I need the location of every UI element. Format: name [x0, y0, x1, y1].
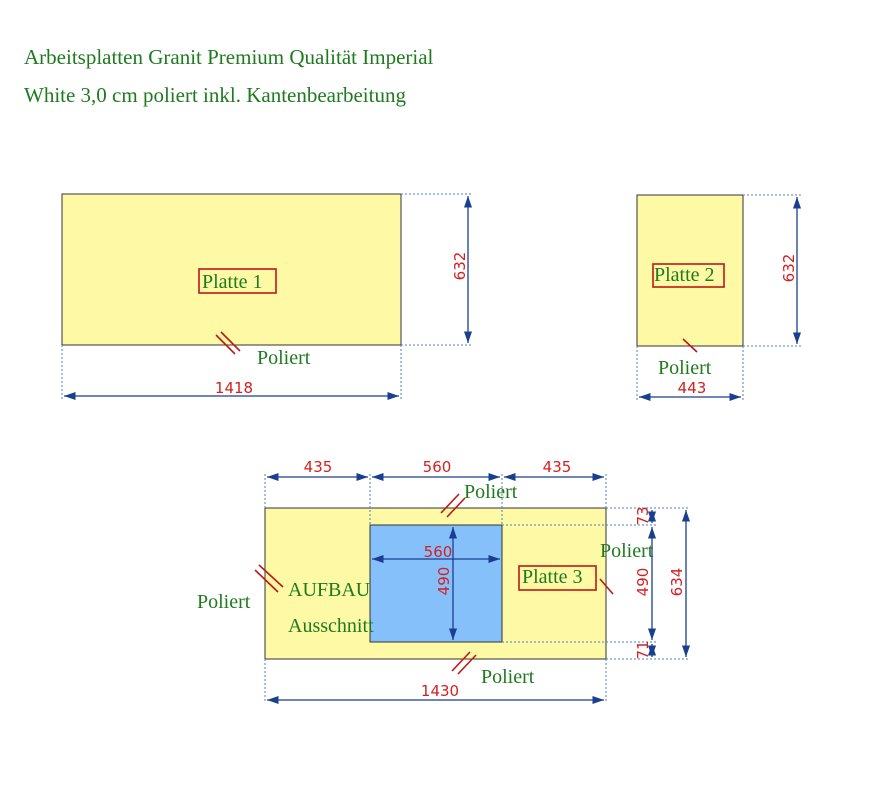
plate-3-label: Platte 3	[522, 566, 583, 588]
plate-3-top-polished-mark	[440, 493, 460, 514]
plate-3-edge-right: Poliert	[600, 540, 654, 562]
plate-3-edge-bottom: Poliert	[481, 666, 535, 688]
cutout-height: 490	[435, 567, 453, 596]
plate-2-label: Platte 2	[654, 264, 715, 286]
offset-top: 73	[634, 506, 652, 525]
plate-2-slab	[636, 194, 744, 347]
cutout-height-side: 490	[634, 568, 652, 597]
segment-1-width: 435	[304, 458, 333, 476]
plate-2-edge-label: Poliert	[658, 357, 712, 379]
plate-3-height: 634	[668, 568, 686, 597]
segment-3-width: 435	[543, 458, 572, 476]
plate-2: Platte 2 Poliert 443 632	[636, 194, 802, 402]
plate-2-width: 443	[678, 379, 707, 397]
plate-3-edge-top: Poliert	[464, 481, 518, 503]
plate-3-edge-left: Poliert	[197, 591, 251, 613]
cutout-label-2: Ausschnitt	[288, 615, 374, 637]
plate-2-label-box	[652, 263, 725, 288]
plate-1-edge-label: Poliert	[257, 347, 311, 369]
plate-1-height: 632	[451, 252, 469, 281]
plate-3-left-polished-mark	[254, 569, 279, 593]
title-line-2: White 3,0 cm poliert inkl. Kantenbearbei…	[24, 83, 406, 107]
plate-3-label-box	[518, 565, 597, 591]
plate-1-label-box	[198, 268, 277, 294]
plate-3-right-polished-mark	[599, 578, 614, 595]
plate-1-polished-mark	[215, 334, 236, 355]
plate-3-bottom-polished-mark	[451, 651, 471, 672]
title-line-1: Arbeitsplatten Granit Premium Qualität I…	[24, 45, 434, 69]
plate-3-width: 1430	[421, 682, 459, 700]
segment-2-width: 560	[423, 458, 452, 476]
plate-1-label: Platte 1	[202, 271, 263, 293]
plate-2-polished-mark	[682, 338, 698, 353]
plate-3: 560 490 Platte 3 AUFBAU Ausschnitt Polie…	[197, 458, 691, 705]
cutout-width: 560	[424, 543, 453, 561]
plate-2-height: 632	[780, 254, 798, 283]
offset-bottom: 71	[634, 640, 652, 659]
plate-1-width: 1418	[215, 379, 253, 397]
plate-1: Platte 1 Poliert 1418 632	[61, 193, 473, 401]
plate-3-cutout	[369, 524, 503, 643]
cutout-label-1: AUFBAU	[288, 579, 371, 601]
